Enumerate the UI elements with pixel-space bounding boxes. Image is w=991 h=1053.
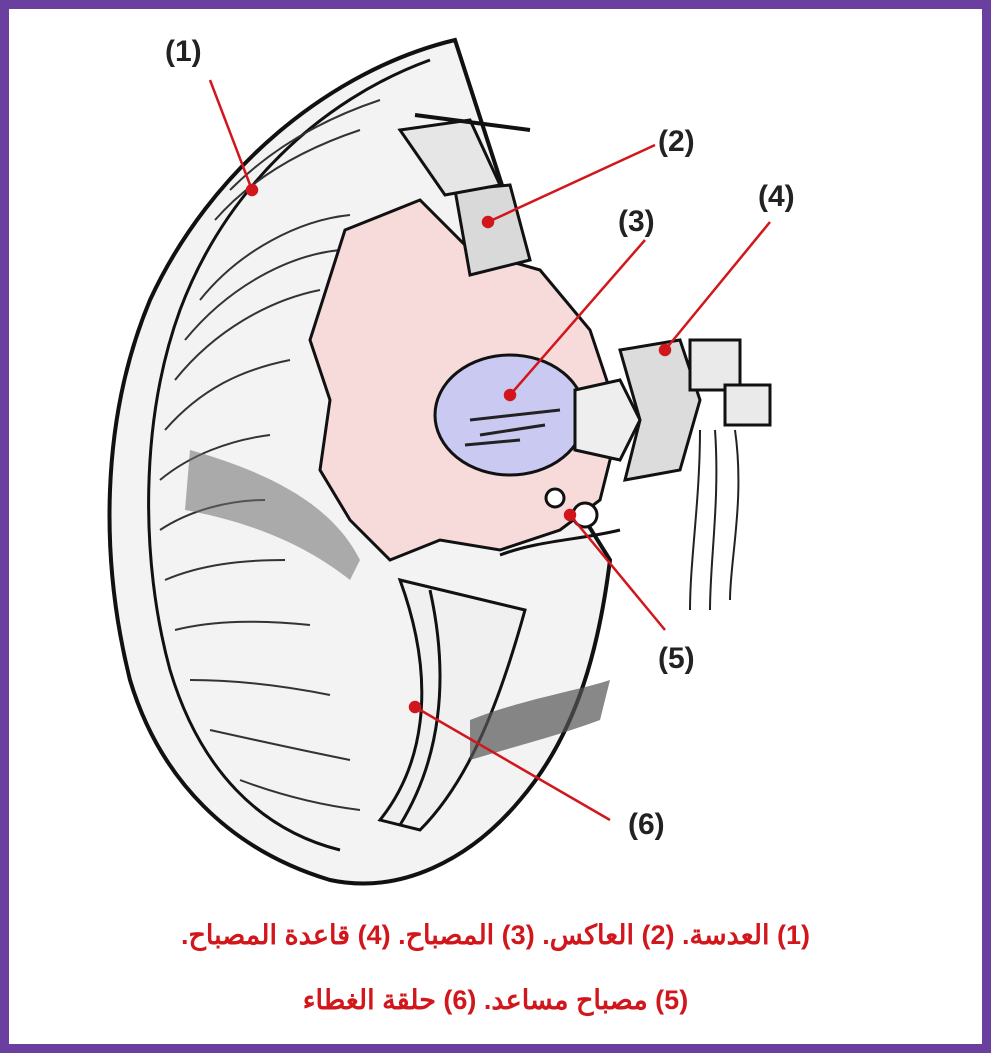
callout-1: (1) bbox=[165, 35, 202, 69]
callout-3: (3) bbox=[618, 205, 655, 239]
caption-line-1: (1) العدسة. (2) العاكس. (3) المصباح. (4)… bbox=[0, 920, 991, 951]
bulb bbox=[435, 355, 640, 475]
callout-2: (2) bbox=[658, 125, 695, 159]
callout-6: (6) bbox=[628, 808, 665, 842]
callout-5: (5) bbox=[658, 642, 695, 676]
caption-line-2: (5) مصباح مساعد. (6) حلقة الغطاء bbox=[0, 985, 991, 1016]
callout-4: (4) bbox=[758, 180, 795, 214]
bulb-socket bbox=[620, 340, 770, 610]
